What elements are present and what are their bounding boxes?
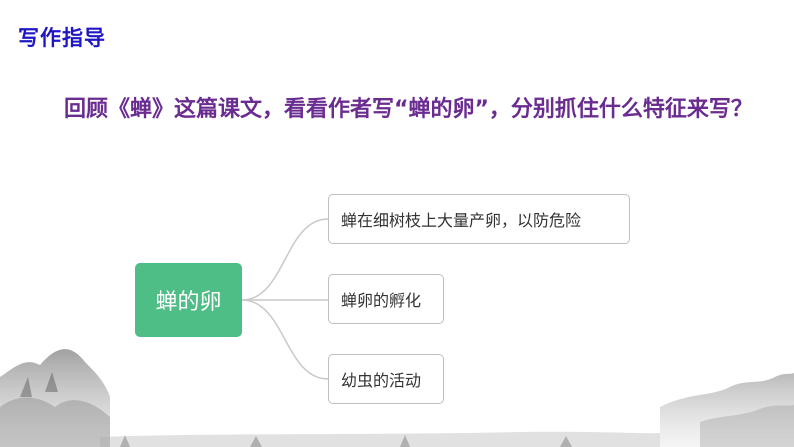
question-text: 回顾《蝉》这篇课文，看看作者写“蝉的卵”，分别抓住什么特征来写？	[64, 97, 753, 122]
center-node-label: 蝉的卵	[155, 290, 222, 315]
branch-node-label: 蝉卵的孵化	[341, 291, 422, 310]
connector-3	[241, 299, 329, 380]
branch-node-2: 蝉卵的孵化	[328, 274, 444, 324]
mind-map-center-node: 蝉的卵	[135, 263, 242, 337]
branch-node-1: 蝉在细树枝上大量产卵，以防危险	[328, 194, 630, 244]
ink-mountains-decoration	[0, 349, 794, 447]
connector-1	[241, 218, 329, 301]
branch-node-label: 蝉在细树枝上大量产卵，以防危险	[341, 211, 582, 230]
branch-node-3: 幼虫的活动	[328, 354, 444, 404]
section-title: 写作指导	[18, 26, 106, 50]
branch-node-label: 幼虫的活动	[341, 371, 422, 390]
